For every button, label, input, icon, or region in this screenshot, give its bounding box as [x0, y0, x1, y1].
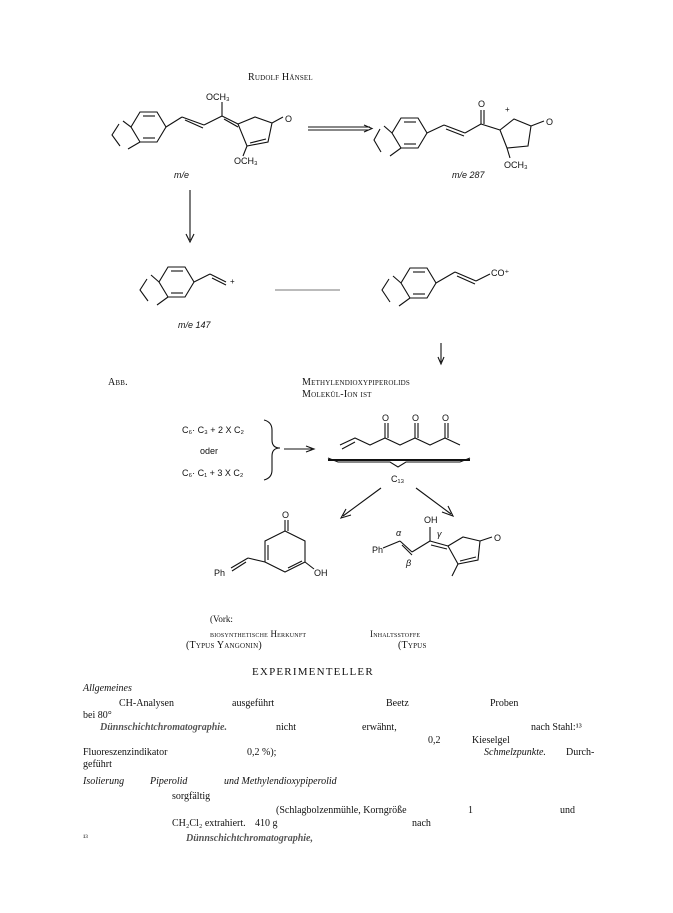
piperolid-o: O — [494, 533, 501, 543]
piperolid-ph: Ph — [372, 545, 383, 555]
text-schmelzpunkte: Schmelzpunkte. — [484, 747, 546, 758]
molecule-fragment-acylium — [381, 267, 491, 307]
footnote-number: ¹³ — [83, 833, 88, 842]
molecule-methylenedioxy-piperolid — [111, 102, 284, 157]
figure-label: Abb. — [108, 377, 128, 388]
label-cation-plus: + — [230, 277, 235, 286]
text-ch-analysen: CH-Analysen — [119, 698, 174, 709]
text-schlagbolzen: (Schlagbolzenmühle, Korngröße — [276, 805, 407, 816]
formula-2: C₆· C₁ + 3 X C₂ — [182, 468, 244, 478]
label-ketone-o: O — [478, 99, 485, 109]
subheading-allgemeines: Allgemeines — [83, 683, 132, 694]
pyrone-oh: OH — [314, 568, 328, 578]
figure-caption-1: Methylendioxypiperolids — [302, 377, 410, 388]
molecule-piperolid-type — [382, 527, 493, 577]
label-plus: + — [505, 105, 510, 114]
text-0-2: 0,2 — [428, 735, 441, 746]
label-beta: β — [405, 558, 411, 568]
section-heading: EXPERIMENTELLER — [252, 666, 374, 678]
footnote-text: Dünnschichtchromatographie, — [186, 833, 313, 844]
text-0-2-percent: 0,2 %); — [247, 747, 277, 758]
formula-oder: oder — [200, 446, 218, 456]
text-ausgefuehrt: ausgeführt — [232, 698, 275, 709]
text-dc-heading: Dünnschichtchromatographie. — [100, 722, 227, 733]
text-gefuehrt: geführt — [83, 759, 112, 770]
molecule-fragment-147 — [139, 266, 227, 306]
text-proben: Proben — [490, 698, 519, 709]
text-bei-80: bei 80° — [83, 710, 112, 721]
label-alpha: α — [396, 528, 402, 538]
label-och3-right: OCH₃ — [504, 160, 528, 170]
molecule-fragment-287 — [373, 110, 545, 159]
text-nicht: nicht — [276, 722, 296, 733]
pyrone-ph: Ph — [214, 568, 225, 578]
label-lactone-o-right: O — [546, 117, 553, 127]
text-kieselgel: Kieselgel — [472, 735, 510, 746]
chain-o2: O — [412, 413, 419, 423]
text-sorgfaeltig: sorgfältig — [172, 791, 211, 802]
text-durch: Durch- — [566, 747, 595, 758]
label-c13: C₁₃ — [391, 474, 405, 484]
label-och3-bottom: OCH₃ — [234, 156, 258, 166]
formula-1: C₆· C₃ + 2 X C₂ — [182, 425, 245, 435]
molecule-yangonin-type — [230, 520, 315, 573]
chain-o3: O — [442, 413, 449, 423]
text-extrahiert: CH₂Cl₂ extrahiert. — [172, 818, 246, 829]
label-gamma: γ — [437, 529, 442, 539]
scheme2-herkunft: biosynthetische Herkunft — [210, 629, 307, 639]
text-erwaehnt: erwähnt, — [362, 722, 397, 733]
text-410g: 410 g — [255, 818, 278, 829]
text-methylendioxypiperolid: und Methylendioxypiperolid — [224, 776, 337, 787]
label-mz-147: m/e 147 — [178, 320, 212, 330]
label-co-plus: CO⁺ — [491, 268, 510, 278]
chain-o1: O — [382, 413, 389, 423]
text-fluoreszenz: Fluoreszenzindikator — [83, 747, 168, 758]
pyrone-o-top: O — [282, 510, 289, 520]
subheading-isolierung: Isolierung — [83, 776, 125, 787]
scheme2-vork: (Vork: — [210, 614, 233, 624]
running-header-author: Rudolf Hänsel — [248, 72, 313, 83]
text-piperolid: Piperolid — [150, 776, 188, 787]
text-und: und — [560, 805, 575, 816]
label-mz-287: m/e 287 — [452, 170, 486, 180]
text-nach-stahl: nach Stahl:¹³ — [531, 722, 582, 733]
text-beetz: Beetz — [386, 698, 409, 709]
label-mz-left: m/e — [174, 170, 189, 180]
scheme2-typus-2: (Typus — [398, 640, 427, 651]
text-one: 1 — [468, 805, 473, 816]
label-carbonyl-o: O — [285, 114, 292, 124]
scheme2-typus-yangonin: (Typus Yangonin) — [186, 640, 262, 651]
figure-caption-2: Molekül-Ion ist — [302, 389, 372, 400]
text-nach: nach — [412, 818, 431, 829]
scheme2-inhalt: Inhaltsstoffe — [370, 629, 421, 639]
piperolid-oh: OH — [424, 515, 438, 525]
label-och3-top: OCH₃ — [206, 92, 230, 102]
